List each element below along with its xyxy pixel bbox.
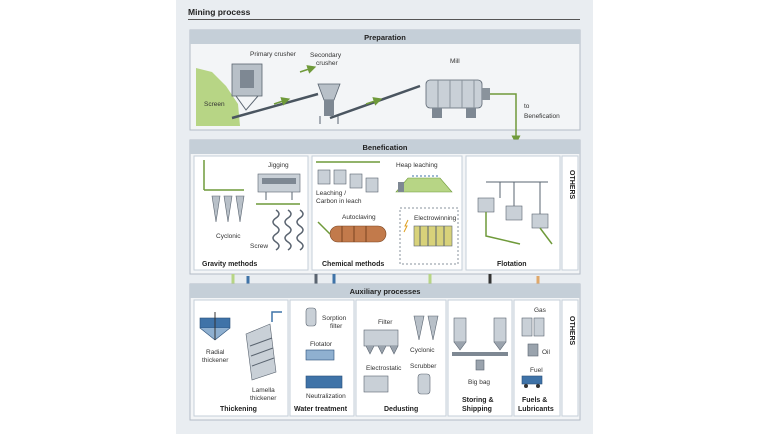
fuels-panel: [513, 299, 561, 417]
mill-label: Mill: [450, 58, 460, 65]
auxiliary-section: Auxiliary processes Radial thickener Lam…: [189, 283, 581, 421]
gas-tanks-icon: [521, 317, 545, 337]
leaching-label-2: Carbon in leach: [316, 198, 362, 205]
preparation-header: Preparation: [364, 33, 406, 42]
fuel-truck-icon: [521, 375, 543, 388]
secondary-crusher-label-2: crusher: [316, 60, 339, 67]
to-benefication-pipe: [490, 93, 521, 145]
preparation-section: Preparation Screen Primary crusher Secon…: [189, 29, 581, 145]
storing-caption-1: Storing &: [462, 397, 494, 404]
gravity-methods-caption: Gravity methods: [202, 261, 257, 268]
dust-cyclone-icon: [413, 315, 439, 341]
screen-label: Screen: [204, 101, 225, 108]
filter-label: Filter: [378, 319, 393, 326]
sorption-filter-label-2: filter: [330, 323, 343, 330]
oil-label: Oil: [542, 349, 551, 356]
screw-label: Screw: [250, 243, 268, 250]
benefication-header: Benefication: [362, 143, 407, 152]
electrostatic-icon: [363, 375, 389, 393]
auxiliary-others-label: OTHERS: [568, 316, 575, 346]
heap-leaching-label: Heap leaching: [396, 162, 438, 169]
lamella-thickener-icon: [245, 311, 282, 381]
heap-leaching-icon: [395, 175, 453, 193]
leaching-label-1: Leaching /: [316, 190, 346, 197]
neutralization-icon: [305, 375, 343, 389]
storing-caption-2: Shipping: [462, 406, 492, 413]
scrubber-label: Scrubber: [410, 363, 437, 370]
fuels-caption-1: Fuels &: [522, 397, 547, 404]
flotation-caption: Flotation: [497, 261, 527, 268]
auxiliary-header: Auxiliary processes: [350, 287, 421, 296]
electrowinning-label: Electrowinning: [414, 215, 457, 222]
chemical-methods-caption: Chemical methods: [322, 261, 384, 268]
lamella-thickener-label-1: Lamella: [252, 387, 275, 394]
gas-label: Gas: [534, 307, 547, 314]
radial-thickener-label-1: Radial: [206, 349, 225, 356]
neutralization-label: Neutralization: [306, 393, 346, 400]
autoclave-icon: [317, 221, 387, 243]
title-rule: [188, 19, 580, 20]
flotator-label: Flotator: [310, 341, 333, 348]
electrowinning-icon: [399, 207, 459, 265]
silos-icon: [452, 317, 508, 371]
primary-crusher-label: Primary crusher: [250, 51, 297, 58]
to-label-2: Benefication: [524, 113, 560, 120]
benefication-others-label: OTHERS: [568, 170, 575, 200]
thickening-caption: Thickening: [220, 406, 257, 413]
oil-barrel-icon: [527, 343, 539, 357]
electrostatic-label: Electrostatic: [366, 365, 402, 372]
mill-icon: [425, 79, 490, 118]
auxiliary-others-panel: [561, 299, 579, 417]
sorption-filter-label-1: Sorption: [322, 315, 347, 322]
fuels-caption-2: Lubricants: [518, 406, 554, 413]
screen-ground: [196, 68, 240, 126]
screw-icon: [256, 203, 304, 251]
primary-crusher-icon: [231, 63, 263, 111]
benefication-section: Benefication Cyclonic Jigging: [189, 139, 581, 275]
secondary-crusher-label-1: Secondary: [310, 52, 342, 59]
fuel-label: Fuel: [530, 367, 543, 374]
dedusting-caption: Dedusting: [384, 406, 418, 413]
sorption-filter-icon: [305, 307, 317, 327]
lamella-thickener-label-2: thickener: [250, 395, 277, 402]
flotator-icon: [305, 349, 335, 361]
water-treatment-caption: Water treatment: [294, 406, 348, 413]
jigging-label: Jigging: [268, 162, 289, 169]
radial-thickener-icon: [199, 312, 231, 341]
benefication-others-panel: [561, 155, 579, 271]
autoclaving-label: Autoclaving: [342, 214, 376, 221]
radial-thickener-label-2: thickener: [202, 357, 229, 364]
dust-cyclonic-label: Cyclonic: [410, 347, 435, 354]
cyclone-icon: [203, 160, 245, 223]
jigging-icon: [257, 173, 301, 200]
secondary-crusher-icon: [317, 83, 341, 124]
big-bag-label: Big bag: [468, 379, 490, 386]
scrubber-icon: [417, 373, 431, 395]
flotation-cells-icon: [477, 181, 553, 245]
to-label-1: to: [524, 103, 530, 110]
dust-filter-icon: [363, 329, 399, 355]
cyclonic-label: Cyclonic: [216, 233, 241, 240]
diagram-title: Mining process: [188, 7, 251, 17]
conveyor-1: [231, 92, 319, 120]
leaching-tanks-icon: [316, 161, 380, 193]
